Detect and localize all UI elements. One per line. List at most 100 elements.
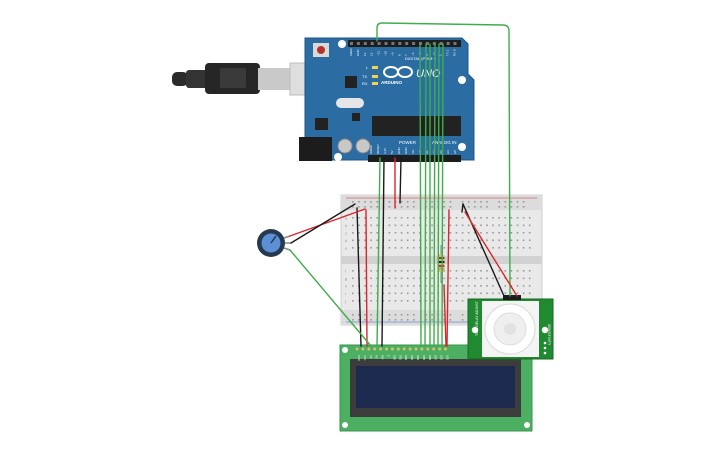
breadboard-hole	[480, 247, 482, 249]
breadboard-hole	[394, 270, 397, 272]
breadboard-hole	[528, 224, 531, 227]
breadboard-hole	[388, 239, 391, 242]
rail-hole	[388, 319, 391, 321]
row-letter: d	[345, 239, 347, 243]
breadboard-hole	[480, 292, 482, 295]
breadboard-hole	[498, 217, 500, 219]
rail-hole	[406, 201, 409, 203]
header-pin	[412, 42, 416, 45]
rail-hole	[388, 314, 391, 316]
rail-hole	[431, 314, 433, 316]
lcd-pin-label: DB5	[422, 355, 426, 361]
breadboard-hole	[364, 247, 366, 249]
breadboard-hole	[522, 239, 525, 242]
pin-label: ~11	[377, 51, 381, 56]
breadboard-hole	[370, 247, 372, 249]
breadboard-hole	[406, 239, 409, 242]
breadboard-hole	[352, 292, 354, 295]
rail-hole	[449, 319, 452, 321]
wire-gnd	[399, 157, 402, 204]
breadboard-hole	[364, 224, 366, 227]
breadboard-hole	[431, 285, 433, 287]
rail-hole	[431, 201, 433, 203]
breadboard-hole	[498, 292, 500, 295]
pin-label: IOREF	[369, 145, 373, 154]
row-letter: f	[345, 270, 346, 274]
pin-label: GND	[356, 49, 360, 57]
potentiometer[interactable]	[257, 229, 291, 257]
header-pin	[398, 42, 402, 45]
breadboard-hole	[370, 239, 372, 242]
breadboard-hole	[431, 247, 433, 249]
breadboard-hole	[406, 300, 409, 302]
rail-hole	[425, 319, 427, 321]
lcd-pin-label: LED	[440, 355, 444, 360]
rail-hole	[504, 201, 507, 203]
rail-hole	[358, 319, 360, 321]
breadboard-hole	[516, 277, 519, 280]
breadboard-hole	[498, 247, 500, 249]
breadboard-hole	[528, 277, 531, 280]
breadboard-hole	[376, 224, 378, 227]
breadboard-hole	[492, 239, 494, 242]
breadboard-hole	[498, 232, 500, 234]
breadboard-hole	[504, 285, 507, 287]
row-letter: j	[344, 300, 346, 304]
breadboard-hole	[528, 232, 531, 234]
lcd-pin-label: RS	[375, 355, 379, 359]
breadboard-hole	[522, 224, 525, 227]
rail-hole	[449, 206, 452, 208]
breadboard-hole	[467, 285, 470, 287]
breadboard-hole	[516, 270, 519, 272]
breadboard-hole	[431, 270, 433, 272]
row-letter: a	[345, 217, 347, 221]
breadboard-hole	[461, 292, 464, 295]
breadboard-hole	[461, 232, 464, 234]
rail-hole	[516, 206, 519, 208]
header-pin	[356, 42, 360, 45]
rail-hole	[449, 201, 452, 203]
lcd-pin	[390, 347, 394, 351]
rail-hole	[413, 206, 415, 208]
breadboard-hole	[413, 217, 415, 219]
rail-hole	[394, 314, 397, 316]
breadboard-hole	[376, 277, 378, 280]
breadboard-hole	[492, 224, 494, 227]
pin-label: A4	[446, 150, 450, 154]
breadboard-hole	[480, 224, 482, 227]
rail-hole	[443, 206, 446, 208]
rail-hole	[461, 319, 464, 321]
wire-lcd-e	[424, 43, 427, 347]
rail-hole	[406, 206, 409, 208]
pin-label: 12	[370, 52, 374, 56]
rail-hole	[474, 201, 476, 203]
breadboard-hole	[358, 224, 360, 227]
breadboard-hole	[522, 285, 525, 287]
breadboard-hole	[376, 247, 378, 249]
breadboard-hole	[364, 285, 366, 287]
breadboard-hole	[370, 292, 372, 295]
breadboard-hole	[388, 270, 391, 272]
breadboard-hole	[358, 239, 360, 242]
rail-hole	[352, 314, 354, 316]
breadboard-hole	[486, 224, 488, 227]
digital-header	[348, 40, 461, 47]
breadboard-hole	[467, 270, 470, 272]
breadboard-hole	[425, 300, 427, 302]
breadboard-hole	[522, 217, 525, 219]
breadboard-hole	[364, 217, 366, 219]
rail-hole	[467, 201, 470, 203]
breadboard-hole	[406, 224, 409, 227]
rail-hole	[486, 201, 488, 203]
rail-hole	[358, 206, 360, 208]
breadboard-hole	[364, 292, 366, 295]
pin-label: 7	[404, 54, 408, 56]
breadboard-hole	[376, 285, 378, 287]
breadboard-hole	[406, 277, 409, 280]
breadboard-hole	[443, 217, 446, 219]
led-label-rx: RX	[362, 81, 368, 86]
breadboard-hole	[486, 239, 488, 242]
analog-header-label: ANALOG IN	[432, 140, 457, 145]
breadboard-hole	[498, 270, 500, 272]
row-letter: g	[345, 277, 347, 281]
